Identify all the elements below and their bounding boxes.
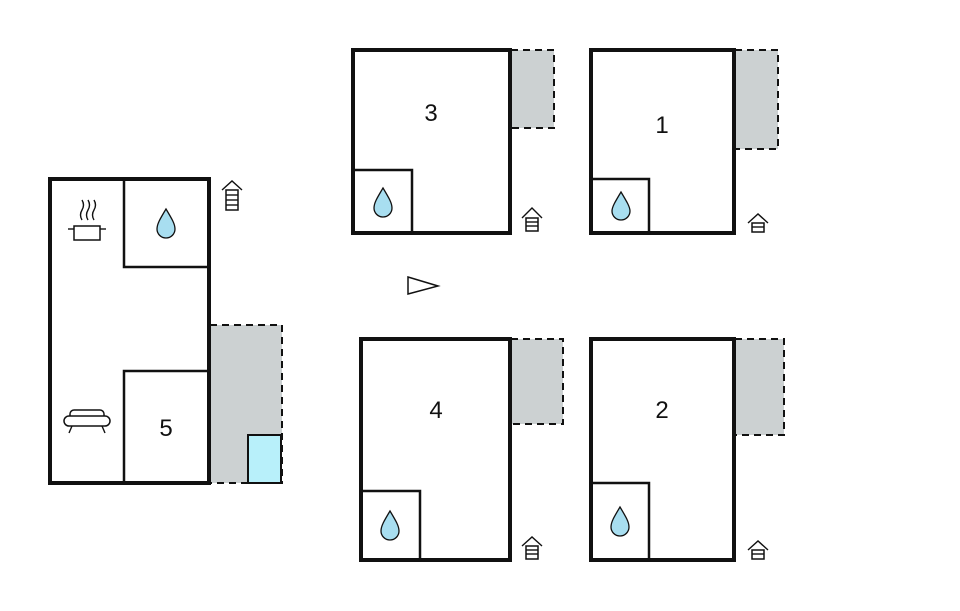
entrance-icon — [747, 213, 769, 233]
building-5-outline — [48, 177, 211, 485]
water-drop-icon — [611, 190, 631, 221]
water-drop-icon — [610, 505, 630, 537]
building-3: 3 — [351, 48, 555, 235]
bedroom-5 — [122, 369, 211, 485]
sofa-icon — [63, 409, 111, 434]
entrance-icon — [747, 540, 769, 560]
room-label-4: 4 — [429, 397, 442, 424]
terrace-5 — [209, 324, 283, 484]
bathroom-4 — [359, 489, 422, 562]
bathroom-1 — [589, 177, 651, 235]
water-drop-icon — [156, 207, 176, 239]
terrace-3 — [510, 49, 555, 129]
terrace-1 — [734, 49, 779, 150]
building-1: 1 — [589, 48, 779, 235]
water-drop-icon — [380, 509, 400, 541]
room-label-1: 1 — [655, 112, 668, 139]
building-2: 2 — [589, 337, 785, 562]
entrance-icon — [521, 207, 543, 232]
building-1-outline — [589, 48, 736, 235]
north-arrow-icon — [407, 275, 441, 295]
bathroom-3 — [351, 168, 414, 235]
water-drop-icon — [373, 186, 393, 218]
bathroom-5 — [122, 177, 211, 269]
room-label-2: 2 — [655, 397, 668, 424]
pool — [247, 434, 282, 484]
stairs-icon — [221, 180, 243, 211]
building-5: 5 — [48, 177, 283, 485]
terrace-2 — [734, 338, 785, 436]
cooking-pot-icon — [68, 199, 106, 241]
room-label-3: 3 — [424, 100, 437, 127]
building-4: 4 — [359, 337, 564, 562]
room-label-5: 5 — [159, 415, 172, 442]
terrace-4 — [510, 338, 564, 425]
bathroom-2 — [589, 481, 651, 562]
entrance-icon — [521, 536, 543, 560]
